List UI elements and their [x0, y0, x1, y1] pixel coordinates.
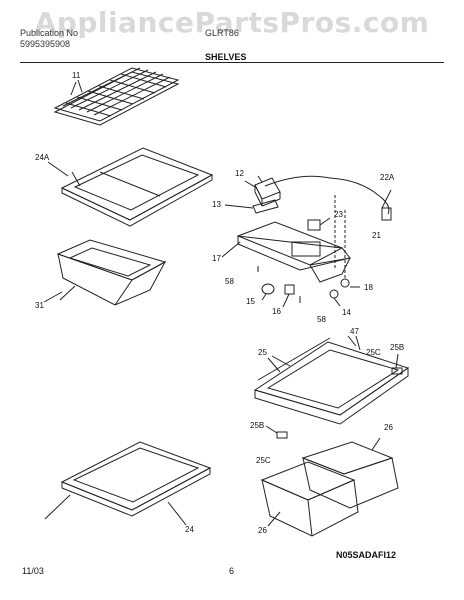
thermostat-knob [329, 289, 339, 299]
glass-shelf [253, 335, 410, 425]
publication-number: 5995395908 [20, 39, 71, 49]
wire-shelf [53, 67, 180, 126]
light-bulb [261, 283, 275, 295]
control-box-housing [221, 221, 351, 283]
label-25b-bottom: 25B [250, 421, 264, 430]
label-14: 14 [342, 308, 351, 317]
label-26-right: 26 [384, 423, 393, 432]
label-16: 16 [272, 307, 281, 316]
label-21: 21 [372, 231, 381, 240]
glass-cover [60, 441, 212, 526]
label-25: 25 [258, 348, 267, 357]
wiring-harness [264, 175, 390, 215]
label-17: 17 [212, 254, 221, 263]
shelf-bracket-right [391, 367, 403, 375]
lamp-socket [284, 284, 295, 295]
page-number: 6 [229, 566, 235, 576]
label-25c-top: 25C [366, 348, 381, 357]
switch-plunger [340, 278, 350, 288]
damper-control [307, 219, 321, 231]
label-26-left: 26 [258, 526, 267, 535]
dashed-guide [334, 195, 346, 280]
model-number: GLRT86 [205, 28, 239, 38]
header-divider [20, 62, 444, 63]
label-31: 31 [35, 301, 44, 310]
shelf-bracket-left [276, 431, 288, 439]
crisper-pan [56, 239, 167, 306]
wiring-connector [381, 207, 392, 221]
publication-label: Publication No [20, 28, 79, 38]
label-58-lower: 58 [317, 315, 326, 324]
label-24a: 24A [35, 153, 50, 162]
label-58-upper: 58 [225, 277, 234, 286]
crisper-pans [260, 437, 399, 537]
watermark-logo: AppliancePartsPros.com [34, 6, 430, 39]
label-24: 24 [185, 525, 194, 534]
label-11: 11 [72, 71, 81, 80]
crisper-cover [60, 147, 214, 227]
label-12: 12 [235, 169, 244, 178]
label-15: 15 [246, 297, 255, 306]
light-shield [252, 199, 279, 214]
diagram-code: N05SADAFI12 [336, 550, 397, 560]
label-13: 13 [212, 200, 221, 209]
label-23: 23 [334, 210, 343, 219]
section-title: SHELVES [205, 52, 247, 62]
label-25c-bottom: 25C [256, 456, 271, 465]
label-18: 18 [364, 283, 373, 292]
label-47: 47 [350, 327, 359, 336]
footer-date: 11/03 [22, 566, 44, 576]
label-25b-top: 25B [390, 343, 404, 352]
label-22a: 22A [380, 173, 395, 182]
control-housing [244, 177, 281, 207]
